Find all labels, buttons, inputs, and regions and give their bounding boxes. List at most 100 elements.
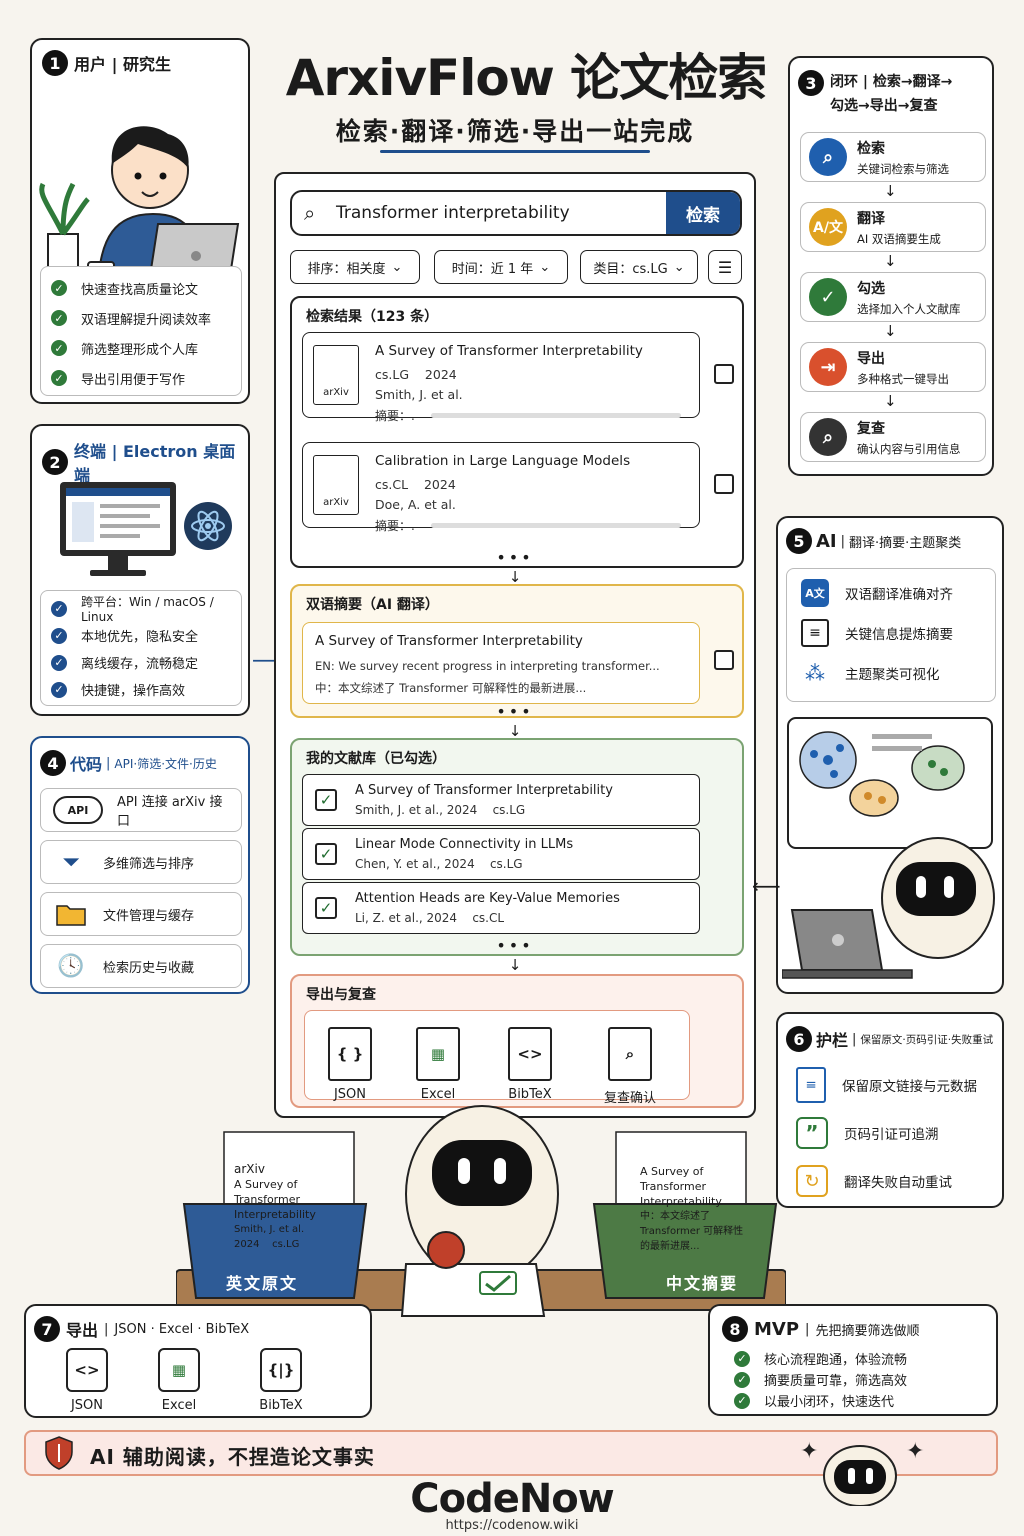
clock-history-icon: 🕓 <box>57 953 85 979</box>
app-window: ⌕ Transformer interpretability 检索 排序：相关度… <box>274 172 756 1118</box>
library-item[interactable]: ✓ Attention Heads are Key-Value Memories… <box>302 882 700 934</box>
translate-icon: A文 <box>801 579 829 607</box>
section-code: 4 代码 | API·筛选·文件·历史 API API 连接 arXiv 接口 … <box>30 736 250 994</box>
student-illustration <box>39 126 240 294</box>
result-checkbox[interactable] <box>714 474 734 494</box>
check-icon: ✓ <box>51 280 67 296</box>
loop-step-search: ⌕检索关键词检索与筛选 <box>800 132 986 182</box>
export-panel: 导出与复查 { }JSON ▦Excel <>BibTeX ⌕复查确认 <box>290 974 744 1108</box>
search-input[interactable]: Transformer interpretability <box>336 203 570 223</box>
page-title: ArxivFlow 论文检索 <box>285 49 768 107</box>
list-item: ↻翻译失败自动重试 <box>796 1160 952 1202</box>
user-benefits-list: ✓快速查找高质量论文 ✓双语理解提升阅读效率 ✓筛选整理形成个人库 ✓导出引用便… <box>40 266 242 396</box>
arrow-down-icon: ↓ <box>508 956 522 974</box>
shield-icon <box>44 1436 74 1470</box>
section-guardrail: 6 护栏 | 保留原文·页码引证·失败重试 ≡保留原文链接与元数据 ”页码引证可… <box>776 1012 1004 1208</box>
section-number: 5 <box>786 528 812 554</box>
section-user: 1 用户 | 研究生 ✓快速查找高质量论文 ✓双语理解提升阅读效率 ✓筛选整理形… <box>30 38 250 404</box>
results-panel: 检索结果（123 条） arXiv A Survey of Transforme… <box>290 296 744 568</box>
funnel-icon: ⏷ <box>62 849 80 875</box>
section-number: 3 <box>798 70 824 96</box>
section-loop: 3 闭环 | 检索→翻译→ 勾选→导出→复查 ⌕检索关键词检索与筛选 ↓ A/文… <box>788 56 994 476</box>
section-title: 闭环 | 检索→翻译→ <box>830 74 953 90</box>
arrow-down-icon: ↓ <box>884 182 897 200</box>
section-number: 7 <box>34 1316 60 1342</box>
filter-settings-button[interactable]: ☰ <box>708 250 742 284</box>
section-export: 7 导出 | JSON · Excel · BibTeX <>JSON ▦Exc… <box>24 1304 372 1418</box>
list-item: ✓摘要质量可靠，筛选高效 <box>734 1369 907 1390</box>
list-item: ✓本地优先，隐私安全 <box>51 622 231 649</box>
arrow-left-icon: ⟵ <box>752 874 781 898</box>
loop-step-export: ⇥导出多种格式一键导出 <box>800 342 986 392</box>
arrow-down-icon: ↓ <box>508 568 522 586</box>
export-excel-button[interactable]: ▦Excel <box>403 1027 473 1102</box>
list-item: ✓导出引用便于写作 <box>51 363 231 393</box>
english-tray-label: 英文原文 <box>225 1274 298 1293</box>
export-options: { }JSON ▦Excel <>BibTeX ⌕复查确认 <box>304 1010 690 1106</box>
check-icon: ✓ <box>734 1392 750 1409</box>
section-title: MVP <box>754 1318 800 1340</box>
bilingual-checkbox[interactable] <box>714 650 734 670</box>
results-title: 检索结果（123 条） <box>306 309 439 325</box>
document-icon: ≡ <box>796 1067 826 1103</box>
document-lines-icon: ≡ <box>801 619 829 647</box>
result-card[interactable]: arXiv Calibration in Large Language Mode… <box>302 442 700 533</box>
list-item: ✓快捷键，操作高效 <box>51 676 231 703</box>
site-url[interactable]: https://codenow.wiki <box>445 1518 579 1533</box>
desktop-monitor-icon <box>60 482 176 576</box>
abstract-placeholder-bar <box>431 413 681 418</box>
checked-checkbox[interactable]: ✓ <box>315 897 337 919</box>
check-icon: ✓ <box>51 627 67 644</box>
magnifier-file-icon: ⌕ <box>608 1027 652 1081</box>
review-button[interactable]: ⌕复查确认 <box>585 1027 675 1106</box>
section-title: AI <box>816 530 837 552</box>
ai-feature-list: A文双语翻译准确对齐 ≡关键信息提炼摘要 ⁂主题聚类可视化 <box>786 568 996 702</box>
ellipsis: ••• <box>496 702 534 721</box>
category-dropdown[interactable]: 类目：cs.LG⌄ <box>580 250 698 284</box>
section-number: 1 <box>42 50 68 76</box>
list-item: ✓核心流程跑通，体验流畅 <box>734 1348 907 1369</box>
checked-checkbox[interactable]: ✓ <box>315 843 337 865</box>
list-item: ✓以最小闭环，快速迭代 <box>734 1390 907 1411</box>
library-panel: 我的文献库（已勾选） ✓ A Survey of Transformer Int… <box>290 738 744 956</box>
list-item: ≡关键信息提炼摘要 <box>801 613 981 653</box>
search-button[interactable]: 检索 <box>666 192 740 234</box>
library-item[interactable]: ✓ A Survey of Transformer Interpretabili… <box>302 774 700 826</box>
result-checkbox[interactable] <box>714 364 734 384</box>
section-title: 用户 | 研究生 <box>74 55 171 74</box>
library-item[interactable]: ✓ Linear Mode Connectivity in LLMs Chen,… <box>302 828 700 880</box>
section-subtitle: JSON · Excel · BibTeX <box>114 1321 250 1337</box>
code-item-files: 文件管理与缓存 <box>40 892 242 936</box>
check-icon: ✓ <box>734 1371 750 1388</box>
section-number: 4 <box>40 750 66 776</box>
english-source-card: arXiv A Survey of Transformer Interpreta… <box>234 1162 316 1250</box>
code-item-filter: ⏷ 多维筛选与排序 <box>40 840 242 884</box>
time-dropdown[interactable]: 时间：近 1 年⌄ <box>434 250 568 284</box>
list-item: ”页码引证可追溯 <box>796 1112 939 1154</box>
json-format: <>JSON <box>62 1348 112 1413</box>
search-bar[interactable]: ⌕ Transformer interpretability 检索 <box>290 190 742 236</box>
excel-format: ▦Excel <box>154 1348 204 1413</box>
section-number: 8 <box>722 1316 748 1342</box>
list-item: ✓筛选整理形成个人库 <box>51 333 231 363</box>
arrow-down-icon: ↓ <box>884 322 897 340</box>
list-item: ✓双语理解提升阅读效率 <box>51 303 231 333</box>
export-bibtex-button[interactable]: <>BibTeX <box>495 1027 565 1102</box>
section-subtitle: API·筛选·文件·历史 <box>114 756 217 771</box>
export-json-button[interactable]: { }JSON <box>315 1027 385 1102</box>
bilingual-card[interactable]: A Survey of Transformer Interpretability… <box>302 622 700 704</box>
section-title: 导出 <box>66 1321 99 1340</box>
sort-dropdown[interactable]: 排序：相关度⌄ <box>290 250 420 284</box>
robot-sorting-illustration <box>176 1105 786 1317</box>
result-card[interactable]: arXiv A Survey of Transformer Interpreta… <box>302 332 700 423</box>
arxiv-document-icon: arXiv <box>313 345 359 405</box>
robot-mascot-icon: ✦ ✦ <box>800 1439 924 1506</box>
list-item: A文双语翻译准确对齐 <box>801 573 981 613</box>
robot-with-laptop-illustration <box>782 717 995 979</box>
abstract-placeholder-bar <box>431 523 681 528</box>
section-terminal: 2 终端 | Electron 桌面端 ✓跨平台：Win / macOS / L… <box>30 424 250 716</box>
loop-step-review: ⌕复查确认内容与引用信息 <box>800 412 986 462</box>
checked-checkbox[interactable]: ✓ <box>315 789 337 811</box>
export-title: 导出与复查 <box>306 987 376 1003</box>
